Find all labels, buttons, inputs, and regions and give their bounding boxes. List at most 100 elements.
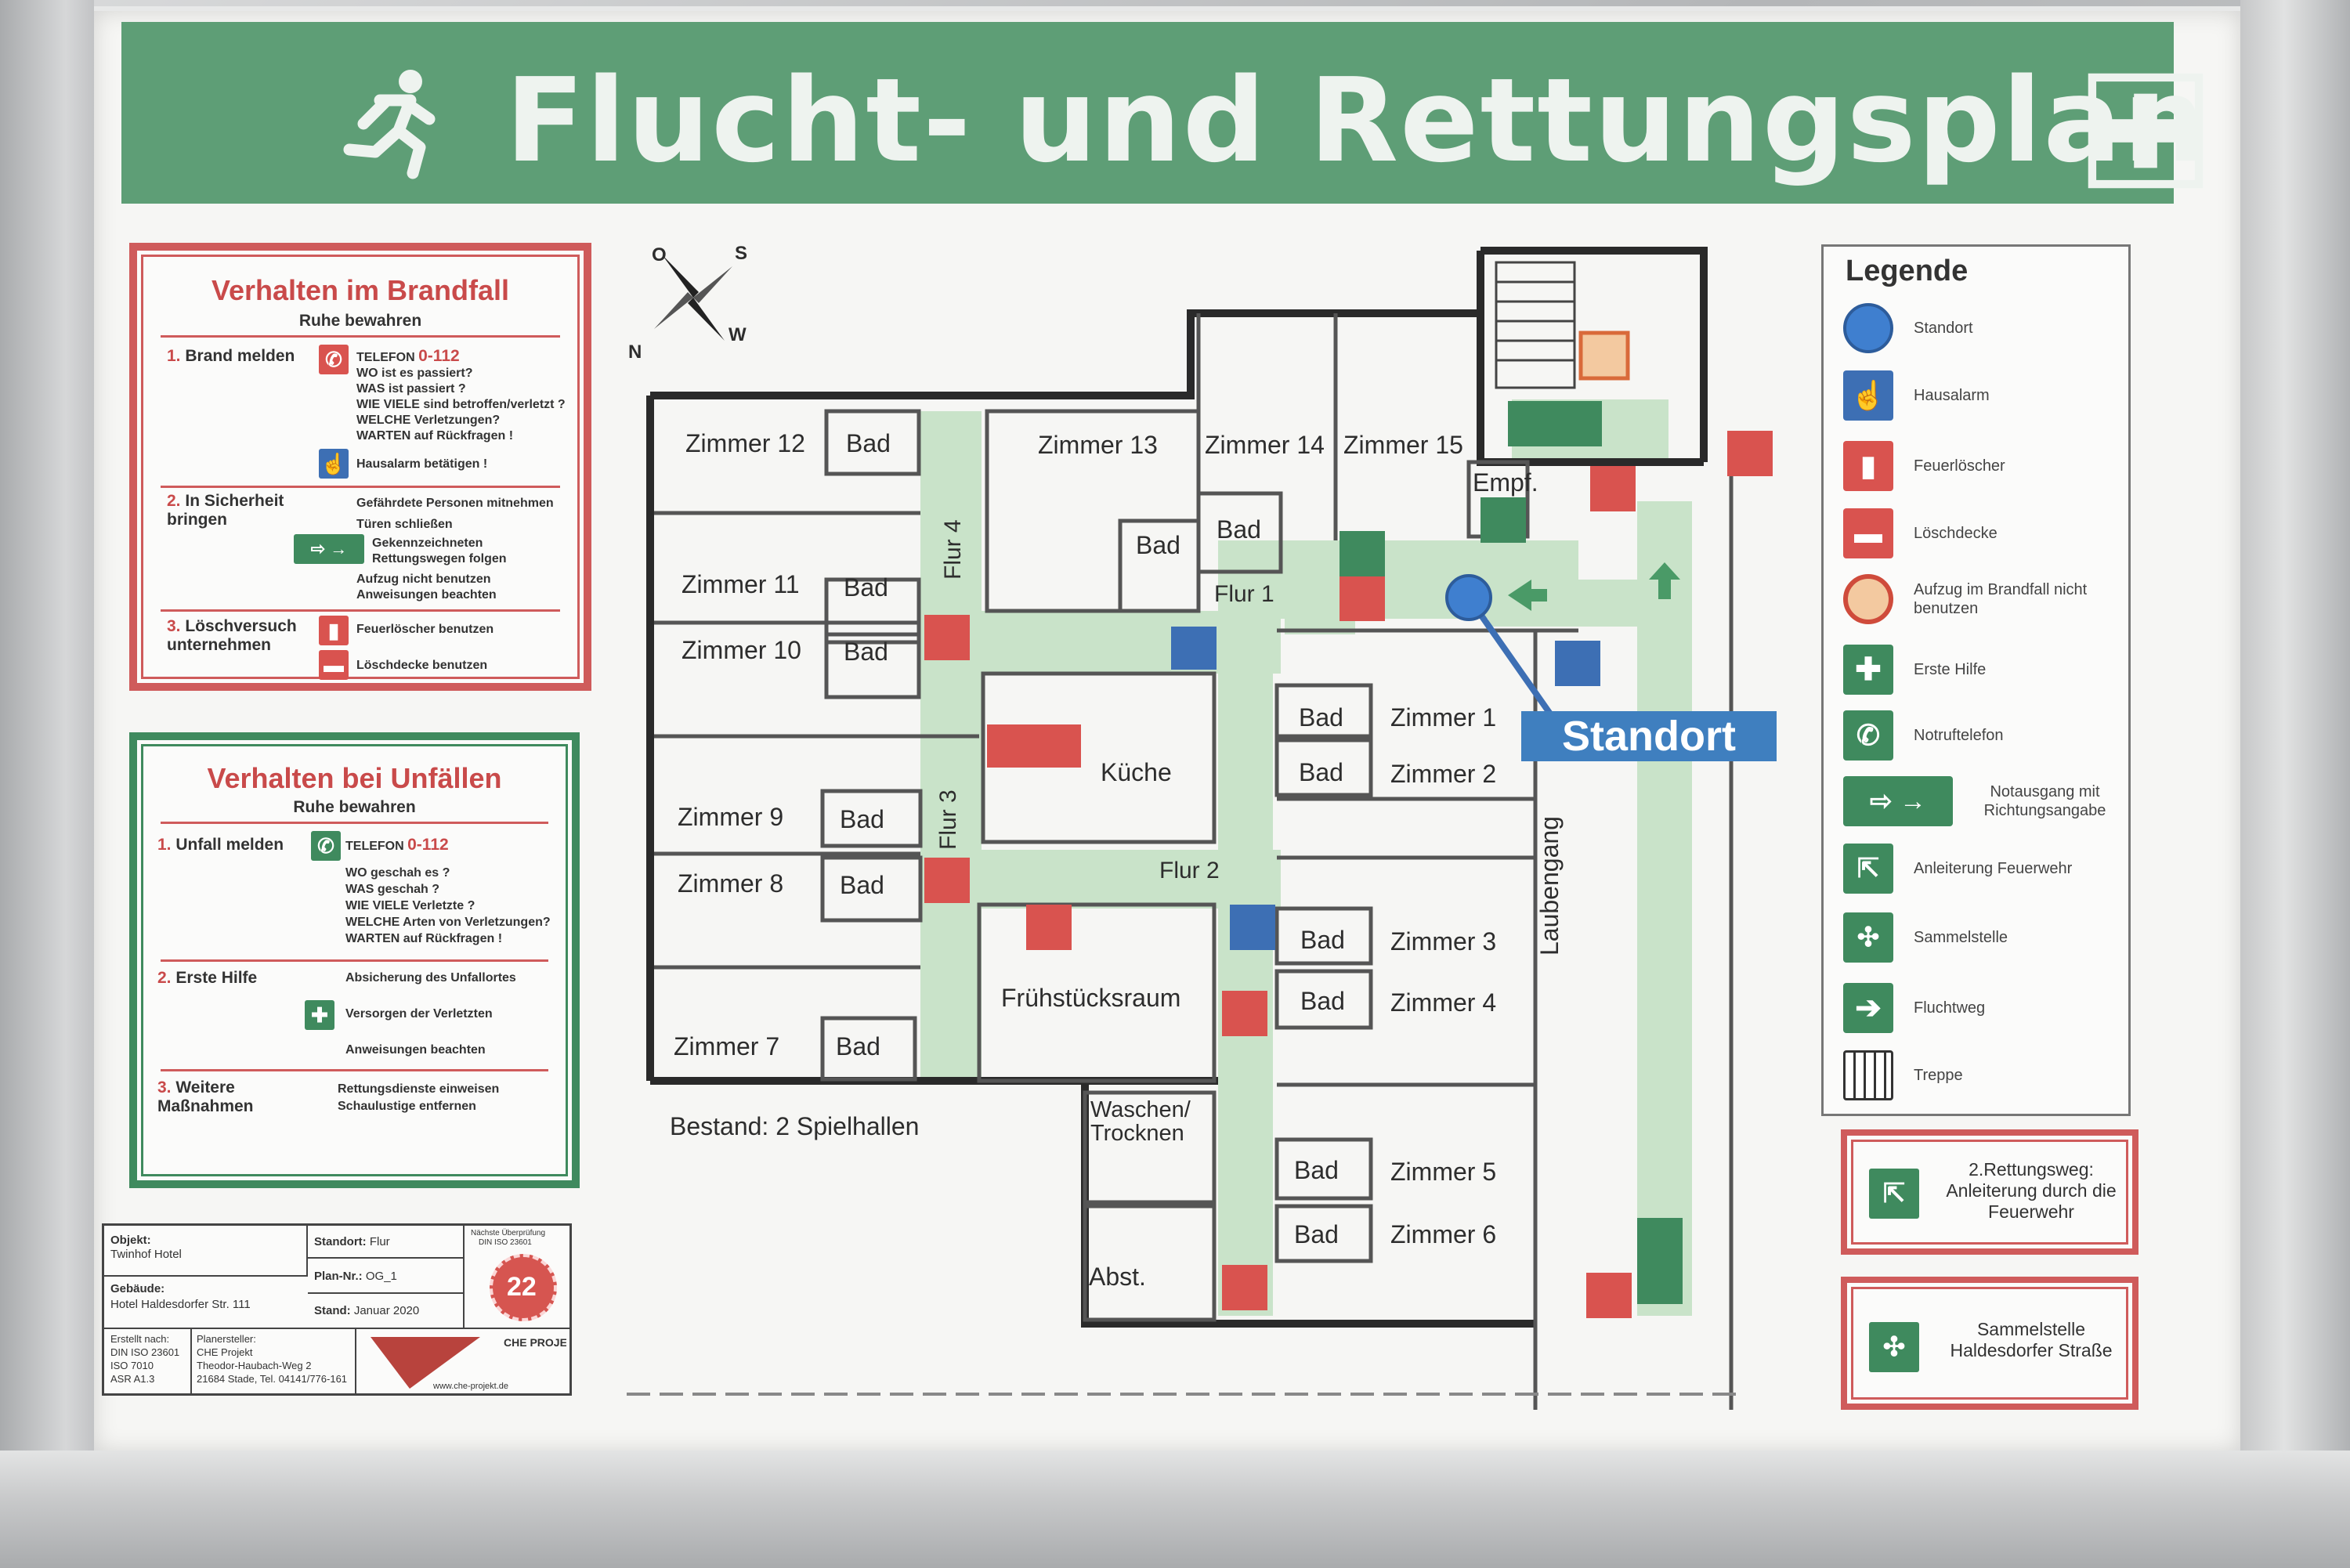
room-bad: Bad — [1300, 987, 1345, 1015]
no-elevator-icon — [1843, 574, 1893, 624]
room-zimmer-4: Zimmer 4 — [1390, 988, 1497, 1017]
legend-item: ⇨ → Notausgang mit Richtungsangabe — [1843, 776, 2125, 831]
accident-panel-title: Verhalten bei Unfällen — [207, 762, 502, 794]
fire-extinguisher-icon: ▮ — [1843, 441, 1893, 491]
accident-line: Versorgen der Verletzten — [345, 1007, 493, 1021]
compass-south: S — [735, 243, 748, 264]
fire-step-2: 2. In Sicherheit bringen — [167, 492, 284, 529]
room-zimmer-11: Zimmer 11 — [682, 570, 800, 598]
pruefung-year: 22 — [507, 1272, 537, 1302]
phone-icon: ✆ — [319, 345, 349, 374]
assembly-point-box: ✣ Sammelstelle Haldesdorfer Straße — [1841, 1277, 2138, 1410]
accident-behaviour-panel: Verhalten bei Unfällen Ruhe bewahren 1. … — [129, 732, 580, 1188]
room-zimmer-10: Zimmer 10 — [682, 636, 801, 664]
fire-line: WIE VIELE sind betroffen/verletzt ? — [356, 398, 566, 411]
fire-telefon: TELEFON 0-112 — [356, 347, 460, 365]
accident-line: Absicherung des Unfallortes — [345, 971, 516, 985]
accident-step-2: 2. Erste Hilfe — [157, 969, 258, 987]
fire-line: Türen schließen — [356, 518, 453, 531]
assembly-point-icon: ✣ — [1869, 1322, 1919, 1372]
frame-right-edge — [2240, 0, 2350, 1568]
room-bad: Bad — [1299, 758, 1343, 786]
fire-step-3: 3. Löschversuch unternehmen — [167, 617, 297, 654]
standort-field: Standort: Flur — [314, 1235, 390, 1248]
legend-panel: Legende Standort ☝ Hausalarm ▮ Feuerlösc… — [1821, 244, 2131, 1116]
legend-title: Legende — [1846, 255, 1969, 287]
accident-step-1: 1. Unfall melden — [157, 836, 284, 854]
legend-item: Treppe — [1843, 1050, 2125, 1105]
plan-field: Plan-Nr.: OG_1 — [314, 1270, 397, 1283]
room-bad: Bad — [844, 573, 888, 602]
room-fruehstuecksraum: Frühstücksraum — [1001, 984, 1181, 1012]
room-zimmer-7: Zimmer 7 — [674, 1032, 780, 1060]
compass-rose-icon — [654, 255, 732, 341]
room-zimmer-9: Zimmer 9 — [678, 803, 784, 831]
fire-alarm-icon: ☝ — [319, 449, 349, 479]
fire-extinguisher-icons — [924, 431, 1773, 1318]
frame-bottom-edge — [0, 1451, 2350, 1568]
pruefung-norm: DIN ISO 23601 — [479, 1238, 532, 1247]
corridor-flur-4: Flur 4 — [940, 519, 966, 580]
fire-step-1: 1. Brand melden — [167, 347, 295, 365]
room-zimmer-14: Zimmer 14 — [1205, 431, 1325, 459]
erstellt-line: ASR A1.3 — [110, 1373, 155, 1385]
room-kueche: Küche — [1101, 758, 1172, 786]
accident-line: WIE VIELE Verletzte ? — [345, 899, 475, 912]
legend-item: ✆ Notruftelefon — [1843, 710, 2125, 765]
escape-arrow-icons — [1508, 562, 1680, 611]
emergency-phone-icon: ✆ — [311, 831, 341, 861]
room-zimmer-15: Zimmer 15 — [1343, 431, 1463, 459]
room-abstellraum: Abst. — [1089, 1263, 1146, 1291]
inspection-seal-icon — [490, 1254, 557, 1321]
fire-line: Aufzug nicht benutzen — [356, 573, 491, 586]
erstellt-line: Erstellt nach: — [110, 1333, 170, 1345]
room-zimmer-5: Zimmer 5 — [1390, 1158, 1497, 1186]
fire-line: Feuerlöscher benutzen — [356, 623, 494, 636]
planer-line: 21684 Stade, Tel. 04141/776-161 — [197, 1373, 348, 1385]
accident-line: Anweisungen beachten — [345, 1043, 486, 1057]
running-man-icon — [343, 70, 436, 179]
compass-east: O — [652, 244, 667, 266]
corridor-flur-1: Flur 1 — [1214, 581, 1274, 607]
gebaeude-value: Hotel Haldesdorfer Str. 111 — [110, 1298, 251, 1311]
fire-line: Rettungswegen folgen — [372, 552, 507, 565]
room-bad: Bad — [840, 805, 884, 833]
frame-left-edge — [0, 0, 94, 1568]
room-zimmer-3: Zimmer 3 — [1390, 927, 1497, 956]
arcade-walkway-label: Laubengang — [1535, 816, 1564, 956]
assembly-point-icon: ✣ — [1843, 912, 1893, 963]
divider — [161, 335, 560, 338]
fire-panel-subtitle: Ruhe bewahren — [298, 312, 422, 330]
fire-blanket-icon: ▬ — [319, 650, 349, 680]
website: www.che-projekt.de — [433, 1382, 508, 1391]
corridor-flur-2: Flur 2 — [1159, 858, 1220, 883]
fire-line: WARTEN auf Rückfragen ! — [356, 429, 514, 443]
fire-panel-title: Verhalten im Brandfall — [211, 274, 510, 306]
fire-brigade-ladder-icon: ⇱ — [1869, 1169, 1919, 1219]
room-bad: Bad — [1294, 1220, 1339, 1248]
accident-telefon: TELEFON 0-112 — [345, 836, 449, 854]
room-bad: Bad — [1300, 926, 1345, 954]
room-bad: Bad — [1217, 515, 1261, 544]
room-zimmer-1: Zimmer 1 — [1390, 703, 1497, 732]
emergency-exit-direction-icon: ⇨ → — [1843, 776, 1953, 826]
che-projekt-logo: CHE PROJEKT — [371, 1336, 566, 1389]
fire-behaviour-panel: Verhalten im Brandfall Ruhe bewahren 1. … — [129, 243, 591, 691]
legend-item: ▬ Löschdecke — [1843, 508, 2125, 563]
legend-item: Standort — [1843, 303, 2125, 358]
objekt-label: Objekt: — [110, 1234, 151, 1247]
fire-alarm-icons — [1171, 627, 1600, 950]
legend-item: ☝ Hausalarm — [1843, 370, 2125, 425]
room-zimmer-8: Zimmer 8 — [678, 869, 784, 898]
fire-line: WELCHE Verletzungen? — [356, 414, 501, 427]
accident-panel-subtitle: Ruhe bewahren — [293, 798, 416, 816]
first-aid-icon: ✚ — [305, 1000, 334, 1030]
divider — [161, 609, 560, 612]
legend-item: ➔ Fluchtweg — [1843, 983, 2125, 1038]
standort-pointer — [1466, 595, 1558, 723]
corridor-flur-3: Flur 3 — [935, 789, 961, 850]
compass-west: W — [728, 324, 747, 345]
legend-item: ✚ Erste Hilfe — [1843, 645, 2125, 699]
location-dot-icon — [1843, 303, 1893, 353]
